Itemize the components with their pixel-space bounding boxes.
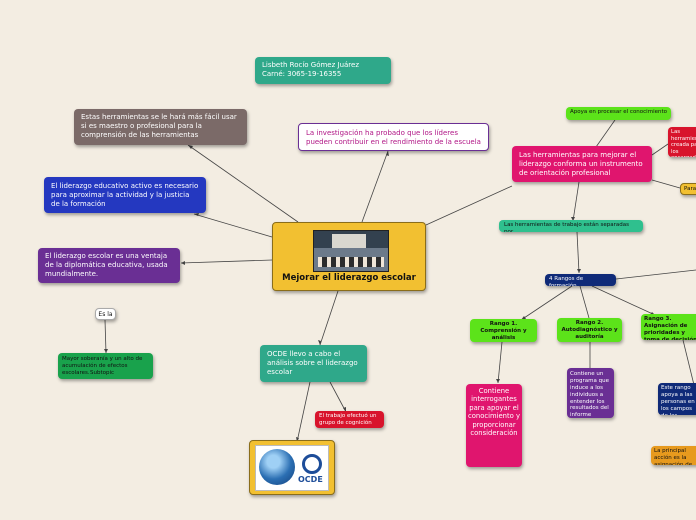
range-3-node[interactable]: Rango 3. Asignación de prioridades y tom… <box>641 314 696 340</box>
range-1-node[interactable]: Rango 1. Comprensión y análisis <box>470 319 537 342</box>
subtopic-label: Subtopic <box>90 370 115 376</box>
support-knowledge-node[interactable]: Apoya en procesar el conocimiento <box>566 107 671 120</box>
para-node[interactable]: Para <box>680 183 696 195</box>
globe-icon <box>259 449 295 485</box>
ocde-logo-node[interactable]: OCDE <box>249 440 335 495</box>
main-action-node[interactable]: La principal acción es la asignación de <box>651 446 696 465</box>
sovereignty-node[interactable]: Mayor soberanía y un alto de acumulación… <box>58 353 153 379</box>
tools-easy-node[interactable]: Estas herramientas se le hará más fácil … <box>74 109 247 145</box>
sovereignty-text: Mayor soberanía y un alto de acumulación… <box>62 356 143 376</box>
es-la-node[interactable]: Es la <box>95 308 116 320</box>
questions-node[interactable]: Contiene interrogantes para apoyar el co… <box>466 384 522 467</box>
tools-improve-node[interactable]: Las herramientas para mejorar el lideraz… <box>512 146 652 182</box>
author-node[interactable]: Lisbeth Rocío Gómez Juárez Carné: 3065-1… <box>255 57 391 84</box>
classroom-photo <box>313 230 389 272</box>
ocde-logo: OCDE <box>255 445 329 491</box>
ranges-node[interactable]: 4 Rangos de formación <box>545 274 616 286</box>
program-node[interactable]: Contiene un programa que induce a los in… <box>567 368 614 418</box>
active-leadership-node[interactable]: El liderazgo educativo activo es necesar… <box>44 177 206 213</box>
central-topic-label: Mejorar el liderazgo escolar <box>282 273 416 283</box>
this-range-node[interactable]: Este rango apoya a las personas en los c… <box>658 383 696 415</box>
ocde-analysis-node[interactable]: OCDE llevo a cabo el análisis sobre el l… <box>260 345 367 382</box>
central-topic[interactable]: Mejorar el liderazgo escolar <box>272 222 426 291</box>
separated-node[interactable]: Las herramientas de trabajo están separa… <box>499 220 643 232</box>
leadership-advantage-node[interactable]: El liderazgo escolar es una ventaja de l… <box>38 248 180 283</box>
research-node[interactable]: La investigación ha probado que los líde… <box>298 123 489 151</box>
ocde-logo-text: OCDE <box>298 475 323 484</box>
range-2-node[interactable]: Rango 2. Autodiagnóstico y auditoría <box>557 318 622 342</box>
tools-created-node[interactable]: Las herramientas creada para los encarga… <box>668 127 696 157</box>
ring-icon <box>302 454 322 474</box>
cognition-node[interactable]: El trabajo efectuó un grupo de cognición <box>315 411 384 428</box>
